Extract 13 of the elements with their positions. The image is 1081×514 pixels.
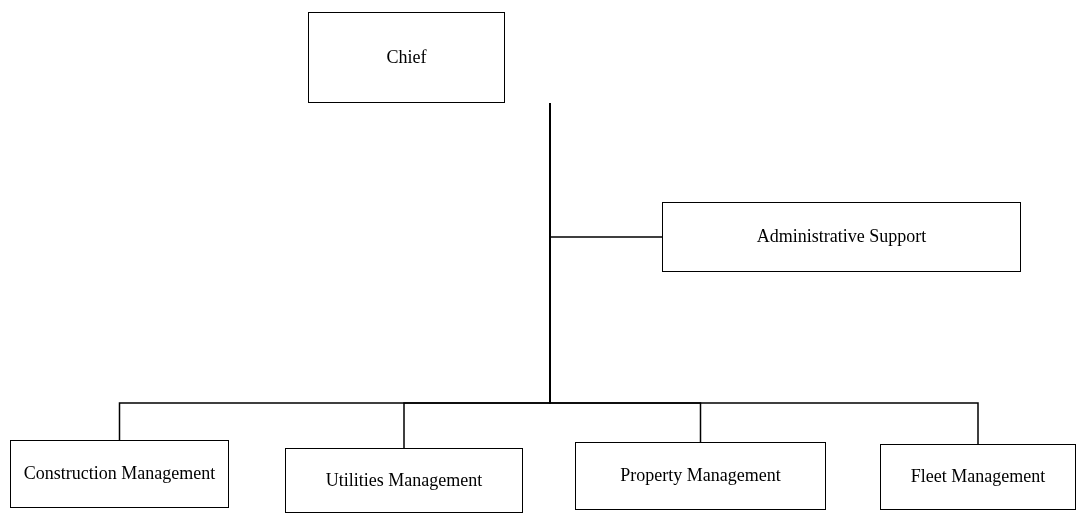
org-box [575, 442, 826, 510]
box-label: Construction Management [22, 462, 217, 486]
org-box [880, 444, 1076, 510]
box-label: Utilities Management [324, 468, 484, 492]
org-box [10, 440, 229, 508]
org-box [285, 448, 523, 513]
box-label: Property Management [619, 464, 782, 488]
box-label: Fleet Management [909, 465, 1047, 489]
box-label: Chief [385, 45, 428, 69]
org-box [308, 12, 505, 103]
box-label: Administrative Support [755, 225, 928, 249]
org-box [662, 202, 1021, 272]
connector-line [549, 102, 979, 445]
